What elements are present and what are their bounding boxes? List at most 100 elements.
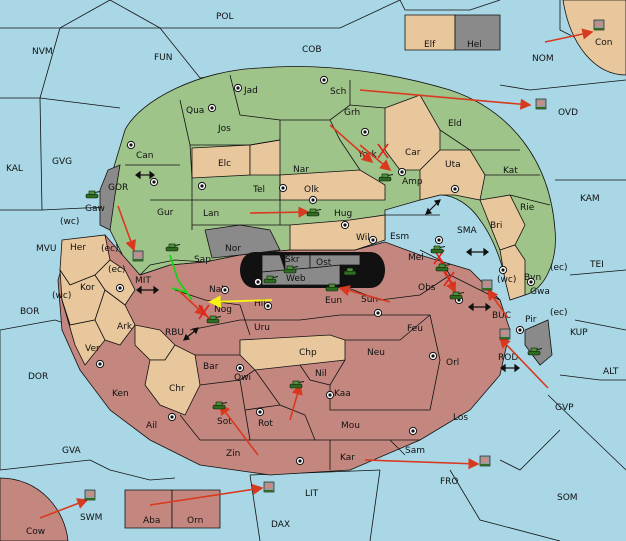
order-arrow xyxy=(219,403,259,456)
ship-icon[interactable] xyxy=(132,250,144,262)
province-label-nar: Nar xyxy=(293,165,309,175)
tank-icon[interactable] xyxy=(212,401,228,410)
province-label-gwa: Gwa xyxy=(530,287,550,297)
province-label-sap: Sap xyxy=(194,255,211,265)
sea-label-rod: ROD xyxy=(498,353,518,363)
tank-icon[interactable] xyxy=(289,380,305,389)
tank-icon[interactable] xyxy=(527,347,543,356)
tank-icon[interactable] xyxy=(283,265,299,274)
supply-center-icon xyxy=(126,140,136,150)
sea-label-buc: BUC xyxy=(492,311,511,321)
province-label-amp: Amp xyxy=(402,177,423,187)
province-label-sot: Sot xyxy=(217,417,232,427)
order-arrow xyxy=(329,124,374,164)
lake-provinces xyxy=(261,254,361,286)
supply-center-icon xyxy=(149,177,159,187)
tank-icon[interactable] xyxy=(435,263,451,272)
tank-icon[interactable] xyxy=(306,208,322,217)
province-label-tel: Tel xyxy=(252,185,265,195)
order-arrow xyxy=(149,483,264,506)
supply-center-icon xyxy=(263,301,273,311)
order-arrow xyxy=(364,458,480,470)
province-label-nab: Nab xyxy=(209,285,227,295)
province-label-bri: Bri xyxy=(490,221,502,231)
province-label-ail: Ail xyxy=(146,421,157,431)
supply-center-icon xyxy=(498,265,508,275)
tank-icon[interactable] xyxy=(165,243,181,252)
province-label-wil: Wil xyxy=(356,233,370,243)
tank-icon[interactable] xyxy=(206,315,222,324)
province-label-sam: Sam xyxy=(405,446,425,456)
tank-icon[interactable] xyxy=(449,291,465,300)
ship-icon[interactable] xyxy=(479,455,491,467)
coast-label-byn-ec: (ec) xyxy=(550,263,568,273)
supply-center-icon xyxy=(368,235,378,245)
supply-center-icon xyxy=(373,308,383,318)
province-label-obs: Obs xyxy=(418,283,436,293)
province-label-hil: Hil xyxy=(254,299,266,309)
sea-label-gor: GOR xyxy=(108,183,128,193)
sea-label-fun: FUN xyxy=(154,53,173,63)
province-label-kar: Kar xyxy=(340,453,355,463)
province-label-elf: Elf xyxy=(424,40,436,50)
province-label-elc: Elc xyxy=(218,159,231,169)
province-label-nil: Nil xyxy=(315,369,327,379)
sea-label-mvu: MVU xyxy=(36,244,57,254)
x-mark-icon xyxy=(377,143,389,159)
province-label-kaa: Kaa xyxy=(334,389,351,399)
coast-label-kor-ec: (ec) xyxy=(108,265,126,275)
tank-icon[interactable] xyxy=(430,245,446,254)
supply-center-icon xyxy=(255,407,265,417)
order-arrow xyxy=(39,498,89,519)
supply-center-icon xyxy=(340,220,350,230)
order-arrow xyxy=(544,28,594,43)
double-arrow-icon xyxy=(183,327,199,341)
convoy-path xyxy=(169,254,193,301)
ship-icon[interactable] xyxy=(499,328,511,340)
province-label-zin: Zin xyxy=(226,449,240,459)
impassable-regions xyxy=(99,14,553,366)
double-arrow-icon xyxy=(136,285,159,295)
province-label-car: Car xyxy=(405,148,421,158)
tank-icon[interactable] xyxy=(343,267,359,276)
province-label-ark: Ark xyxy=(117,322,133,332)
sea-label-gvp: GVP xyxy=(555,403,574,413)
supply-center-icon xyxy=(278,183,288,193)
province-label-qwi: Qwi xyxy=(234,373,251,383)
ship-icon[interactable] xyxy=(84,489,96,501)
coast-labels: (wc) (ec) (ec) (wc) (wc) (ec) (ec) xyxy=(52,217,568,318)
supply-center-icon xyxy=(197,181,207,191)
province-label-ken: Ken xyxy=(112,389,129,399)
sea-label-nom: NOM xyxy=(532,54,554,64)
sea-label-pol: POL xyxy=(216,12,234,22)
supply-center-icon xyxy=(325,390,335,400)
order-arrow xyxy=(359,89,532,110)
province-label-rot: Rot xyxy=(258,419,273,429)
sea-label-kal: KAL xyxy=(6,164,23,174)
province-label-chr: Chr xyxy=(169,384,185,394)
supply-center-icon xyxy=(95,359,105,369)
ship-icon[interactable] xyxy=(535,98,547,110)
province-label-hel: Hel xyxy=(467,40,482,50)
tank-icon[interactable] xyxy=(263,275,279,284)
ship-icon[interactable] xyxy=(593,19,605,31)
supply-center-icon xyxy=(167,412,177,422)
order-arrow xyxy=(338,285,391,303)
province-label-aba: Aba xyxy=(143,516,160,526)
supply-center-icon xyxy=(308,195,318,205)
ship-icon[interactable] xyxy=(263,481,275,493)
order-arrow xyxy=(289,383,303,421)
province-label-eld: Eld xyxy=(448,119,462,129)
tank-icon[interactable] xyxy=(85,190,101,199)
supply-center-icon xyxy=(319,75,329,85)
province-label-kor: Kor xyxy=(80,283,95,293)
tank-icon[interactable] xyxy=(325,283,341,292)
move-orders xyxy=(39,28,594,519)
province-label-hug: Hug xyxy=(334,209,352,219)
tank-icon[interactable] xyxy=(378,173,394,182)
tan-provinces xyxy=(59,14,526,416)
coast-label-her-ec: (ec) xyxy=(101,244,119,254)
ship-icon[interactable] xyxy=(481,279,493,291)
sea-label-dax: DAX xyxy=(271,520,290,530)
